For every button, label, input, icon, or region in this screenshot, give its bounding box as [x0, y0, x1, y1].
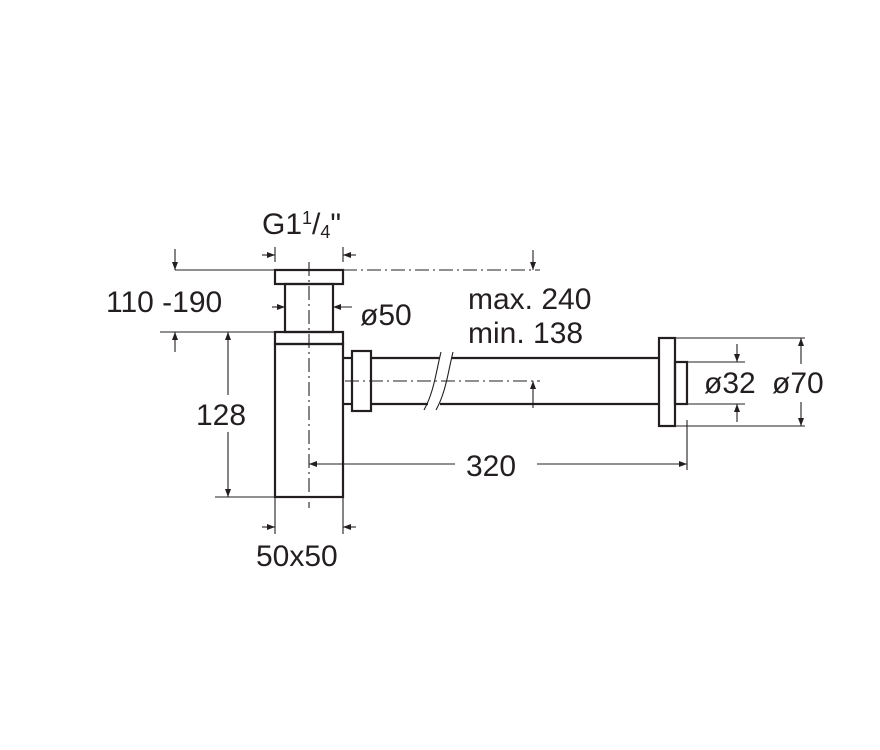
thread-size-label: G11/4"	[262, 208, 341, 242]
outlet-diameter-label: ø32	[704, 367, 756, 400]
wall-flange-spigot	[673, 360, 689, 406]
wall-flange	[657, 336, 677, 428]
height-range-label: 110 -190	[106, 286, 222, 319]
flange-diameter-label: ø70	[772, 367, 824, 400]
pipe-break-left	[423, 351, 442, 411]
body-section-label: 50x50	[256, 540, 338, 573]
max-length-label: max. 240	[468, 283, 591, 316]
horizontal-length-label: 320	[466, 450, 516, 483]
min-length-label: min. 138	[468, 317, 583, 350]
top-diameter-label: ø50	[360, 299, 412, 332]
pipe-break-right	[435, 351, 454, 411]
center-lines	[308, 262, 540, 508]
dimension-labels: G11/4" 110 -190 ø50 max. 240 min. 138 12…	[106, 208, 824, 573]
body-height-label: 128	[196, 399, 246, 432]
dimension-lines	[160, 247, 805, 534]
